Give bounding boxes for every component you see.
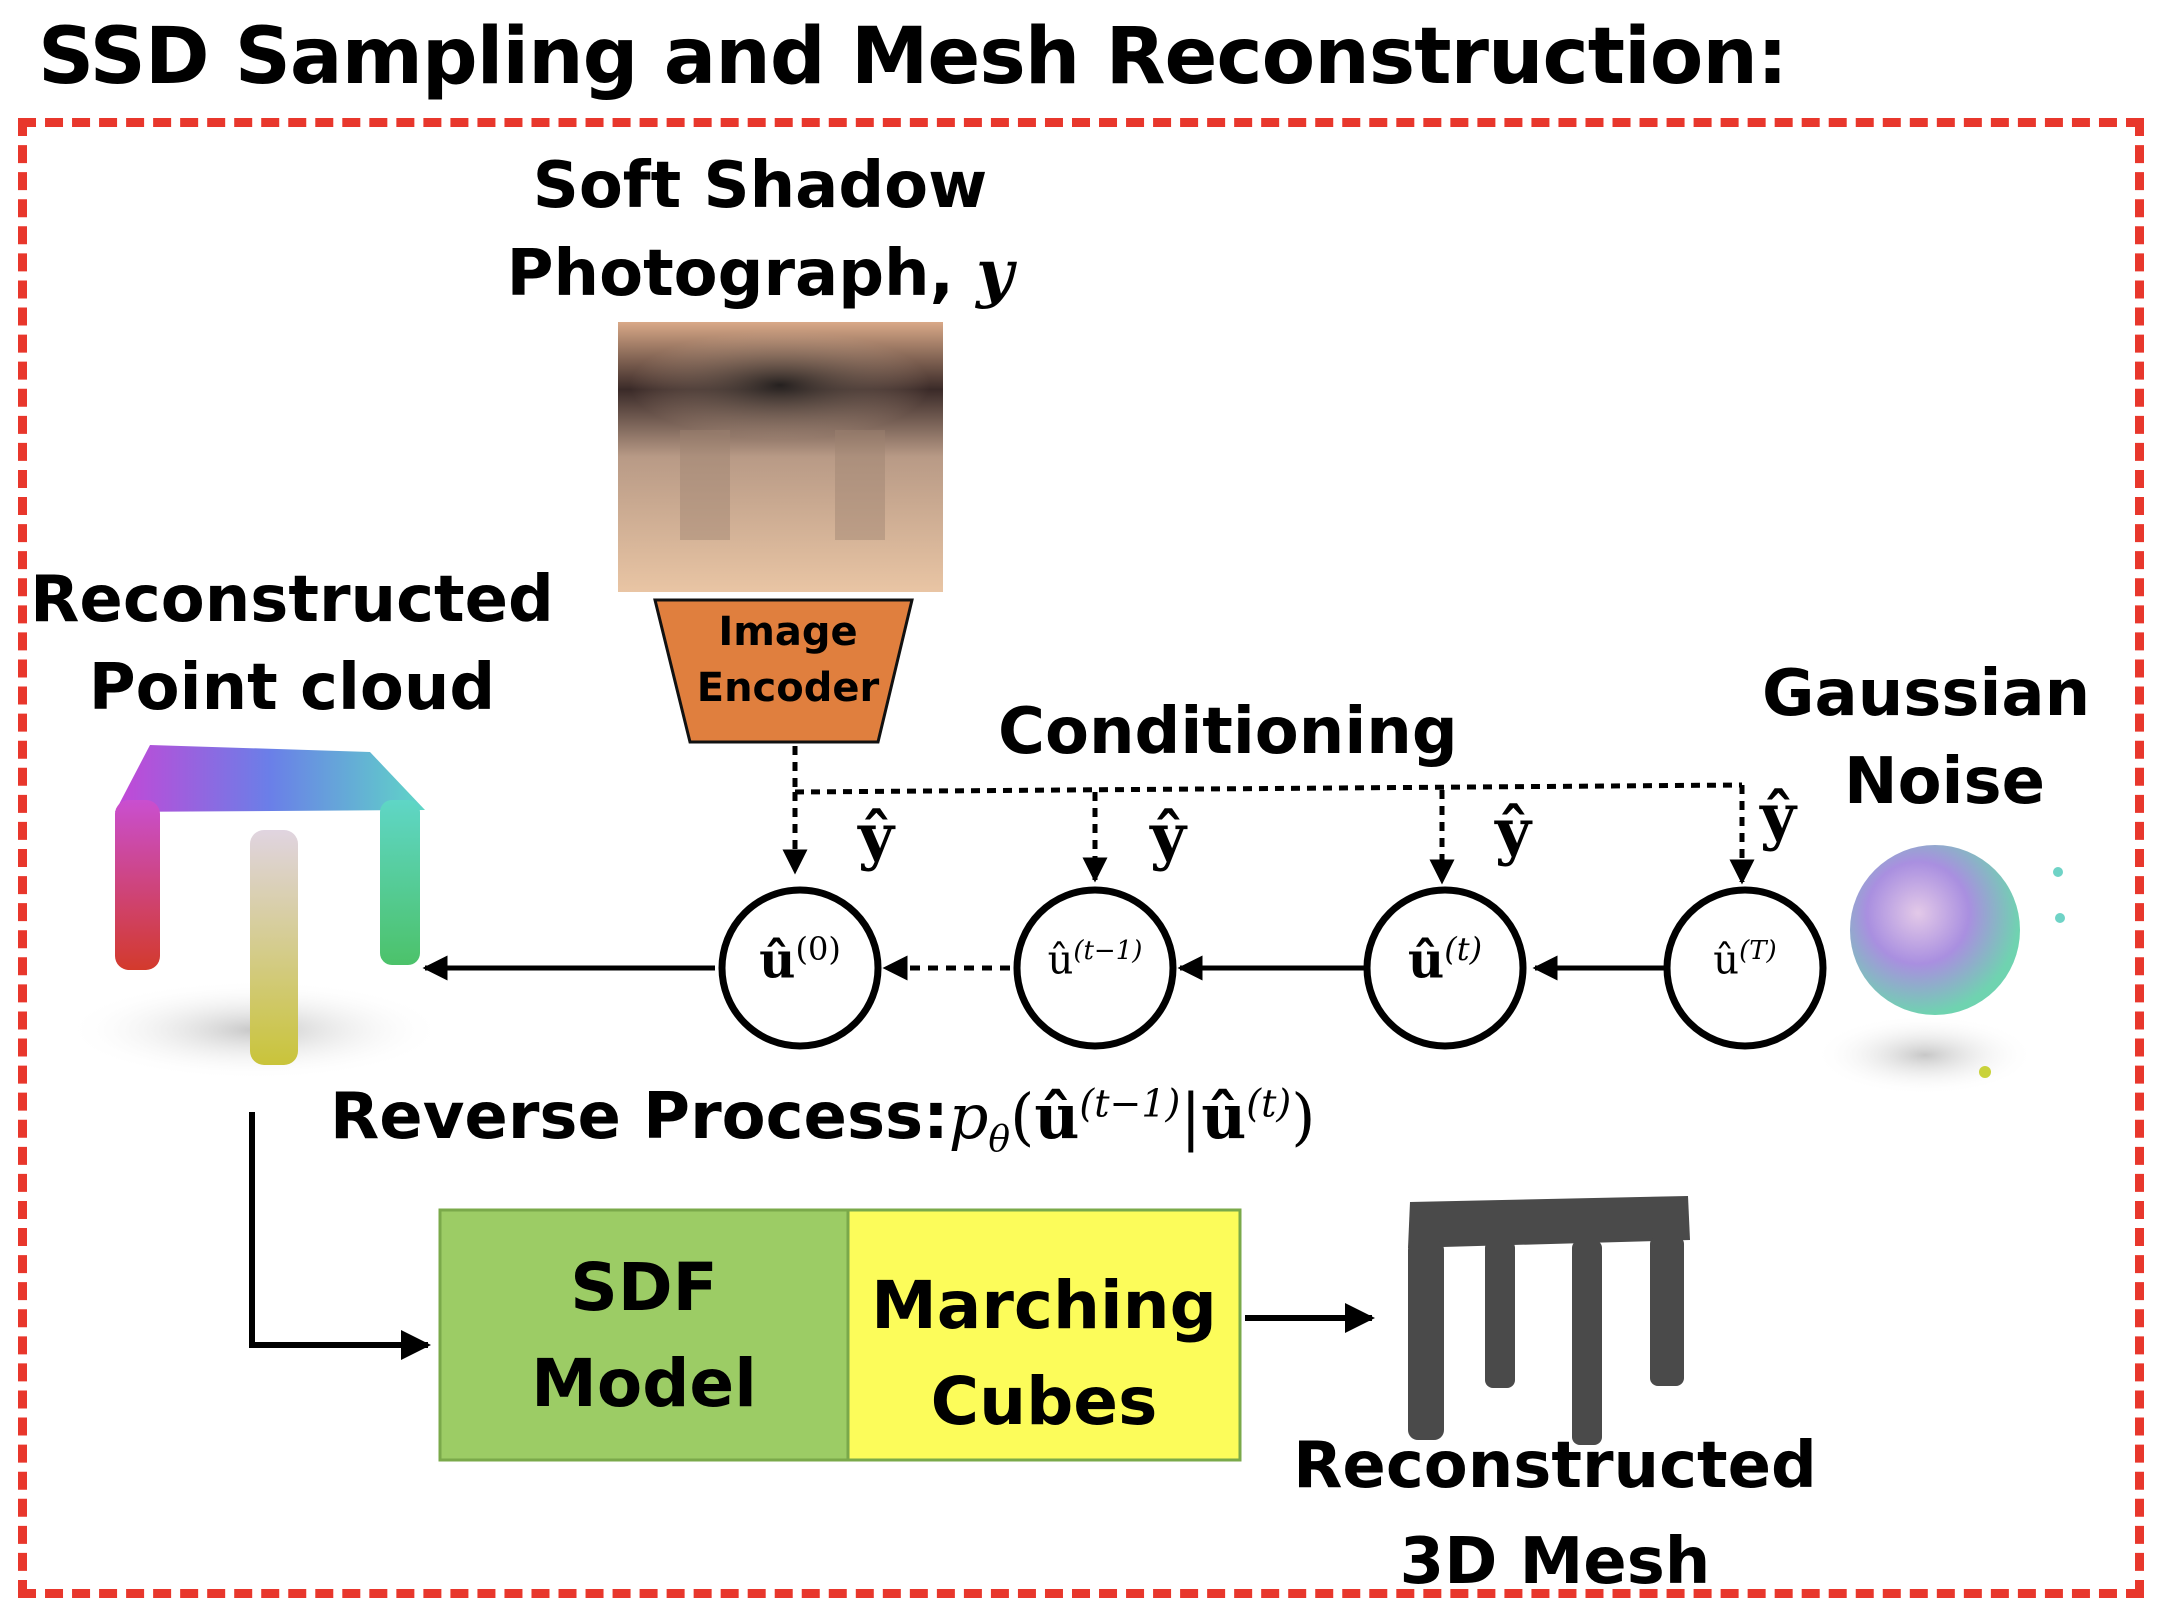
node-u-t-minus-1 [1013,886,1177,1050]
node-u-t [1363,886,1527,1050]
point-cloud-line2: Point cloud [88,651,496,725]
gaussian-noise-image [1815,845,2065,1095]
photo-label-line1: Soft Shadow [532,149,988,223]
mesh-line1: Reconstructed [1293,1429,1817,1503]
encoder-line1: Image [718,609,858,655]
mc-line2: Cubes [930,1363,1158,1440]
y-hat-label-1: ŷ [858,800,895,873]
sdf-model-box [438,1208,850,1462]
marching-cubes-label: Marching Cubes [848,1258,1240,1450]
image-encoder-label: Image Encoder [678,604,898,716]
gaussian-line1: Gaussian [1762,657,2091,731]
photo-label-line2: Photograph, y [506,236,1014,311]
mesh-image [1408,1196,1690,1445]
encoder-line2: Encoder [696,665,880,711]
conditioning-lines [782,746,1755,885]
gaussian-line2: Noise [1844,745,2045,819]
conditioning-label: Conditioning [998,695,1458,769]
diffusion-nodes [718,886,1827,1050]
marching-cubes-box [846,1208,1242,1462]
node-u0-label: û(0) [759,930,841,990]
node-u0 [718,886,882,1050]
mc-line1: Marching [871,1267,1217,1344]
node-u-T [1663,886,1827,1050]
node-u-t-minus-1-label: û(t−1) [1047,936,1143,984]
node-u-t-label: û(t) [1407,930,1483,990]
sdf-model-label: SDF Model [440,1240,848,1432]
dashed-frame [18,118,2144,1598]
page-title: SSD Sampling and Mesh Reconstruction: [38,12,1788,102]
mesh-line2: 3D Mesh [1399,1525,1711,1599]
sdf-line1: SDF [570,1249,718,1326]
sdf-line2: Model [531,1345,757,1422]
gaussian-noise-label: Gaussian Noise [1762,650,2102,826]
photo-variable: y [976,236,1014,311]
reverse-process: Reverse Process:pθ(û(t−1)|û(t)) [330,1080,1315,1160]
mesh-label: Reconstructed 3D Mesh [1265,1418,1845,1610]
reverse-process-label: Reverse Process: [330,1080,949,1154]
point-cloud-label: Reconstructed Point cloud [22,556,562,732]
shadow-photograph [618,322,943,592]
y-hat-label-3: ŷ [1495,795,1532,868]
point-cloud-image [65,745,445,1080]
pipeline-arrow [249,1112,431,1360]
photo-label: Soft Shadow Photograph, y [460,142,1060,318]
node-u-T-label: û(T) [1713,936,1777,984]
point-cloud-line1: Reconstructed [30,563,554,637]
y-hat-label-2: ŷ [1150,800,1187,873]
y-hat-label-4: ŷ [1760,780,1797,853]
reverse-process-formula: pθ(û(t−1)|û(t)) [948,1080,1316,1161]
image-encoder-block [653,598,914,744]
